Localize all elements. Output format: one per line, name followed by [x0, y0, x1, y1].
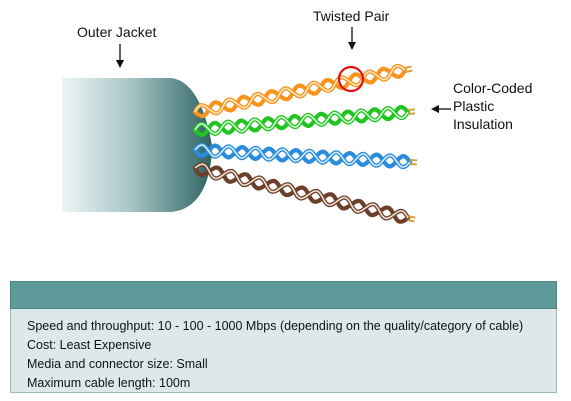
cable-diagram: Outer Jacket Twisted Pair Color-Coded Pl… — [62, 8, 532, 224]
wire-brown-solid — [192, 165, 411, 224]
copper-tip — [408, 112, 416, 115]
speed-throughput-text: Speed and throughput: 10 - 100 - 1000 Mb… — [27, 319, 524, 333]
copper-tip — [408, 215, 416, 219]
twisted-pairs — [192, 63, 418, 224]
outer-jacket — [62, 78, 212, 212]
cable-info-panel: Speed and throughput: 10 - 100 - 1000 Mb… — [10, 281, 557, 394]
copper-tip — [407, 218, 415, 223]
twisted-pair-label: Twisted Pair — [313, 8, 390, 24]
info-panel-body: Speed and throughput: 10 - 100 - 1000 Mb… — [10, 309, 557, 393]
insulation-label-line2: Plastic — [453, 98, 494, 114]
wire-pair-green — [192, 104, 416, 138]
outer-jacket-arrow — [116, 44, 124, 68]
wire-brown-stripe — [194, 163, 409, 220]
wire-green-stripe — [194, 107, 409, 135]
media-connector-size-text: Media and connector size: Small — [27, 357, 208, 371]
max-cable-length-text: Maximum cable length: 100m — [27, 376, 191, 390]
cost-text: Cost: Least Expensive — [27, 338, 152, 352]
copper-tip — [404, 65, 412, 69]
wire-blue-stripe — [194, 144, 411, 168]
wire-orange-solid — [192, 66, 408, 119]
wire-pair-brown — [192, 162, 416, 224]
wire-orange-stripe — [194, 65, 406, 115]
twisted-pair-highlight — [337, 65, 365, 93]
copper-tip — [407, 108, 415, 111]
outer-jacket-label: Outer Jacket — [77, 24, 156, 40]
wire-pair-blue — [192, 142, 418, 170]
copper-tip — [405, 69, 413, 73]
insulation-arrow — [431, 105, 451, 113]
twisted-pair-arrow — [348, 27, 356, 50]
info-panel-header — [10, 281, 557, 309]
insulation-label-line3: Insulation — [453, 116, 513, 132]
insulation-label-line1: Color-Coded — [453, 80, 532, 96]
wire-pair-orange — [192, 63, 413, 119]
